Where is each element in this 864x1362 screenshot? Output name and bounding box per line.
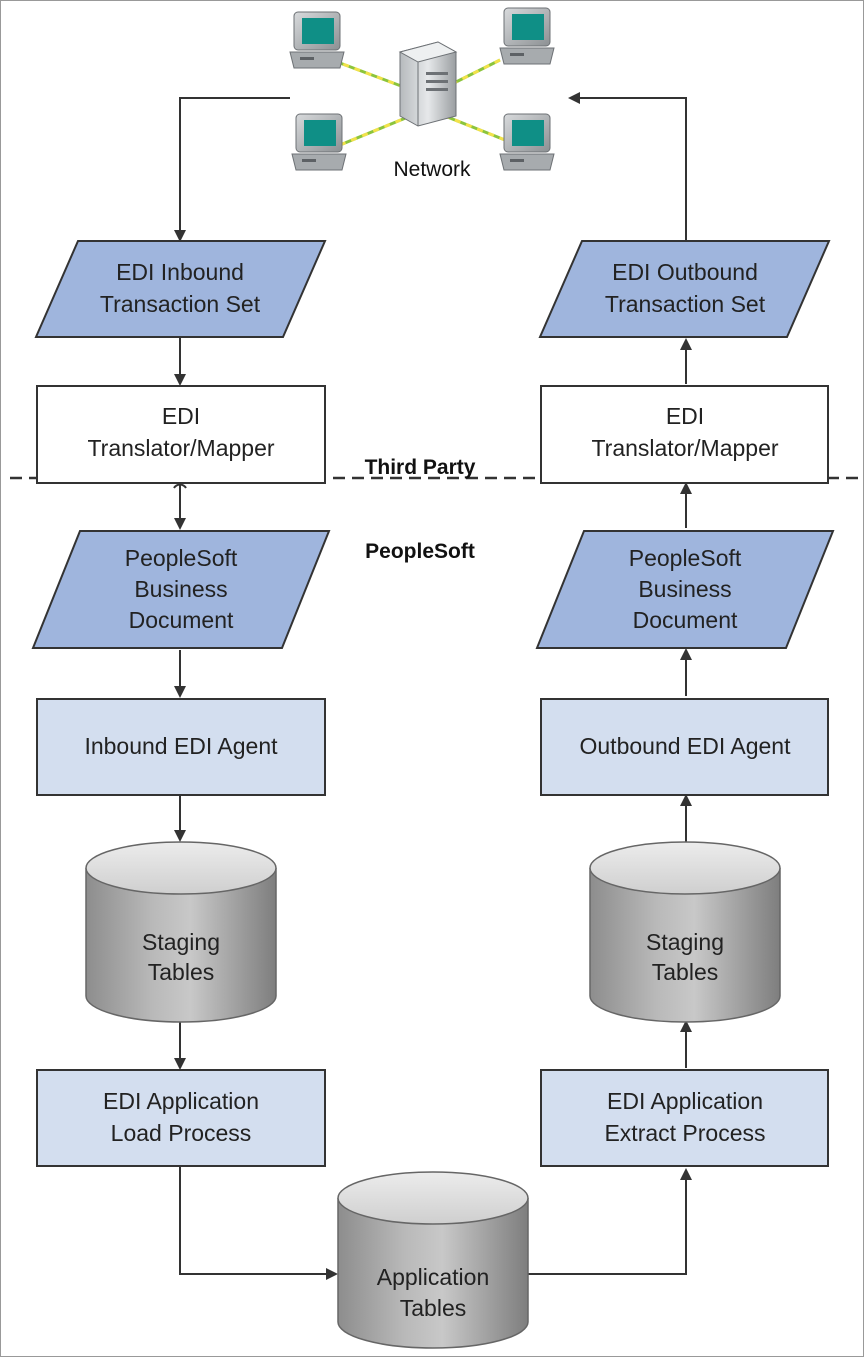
network-label: Network bbox=[393, 158, 471, 181]
svg-text:EDI: EDI bbox=[162, 403, 200, 429]
svg-text:Document: Document bbox=[129, 607, 234, 633]
svg-text:Document: Document bbox=[633, 607, 738, 633]
svg-text:Tables: Tables bbox=[652, 959, 718, 985]
svg-text:Application: Application bbox=[377, 1264, 490, 1290]
svg-text:Staging: Staging bbox=[646, 929, 724, 955]
svg-text:Tables: Tables bbox=[148, 959, 214, 985]
svg-text:EDI Outbound: EDI Outbound bbox=[612, 259, 758, 285]
computer-icon bbox=[499, 7, 555, 65]
svg-text:Business: Business bbox=[134, 576, 227, 602]
application-tables: Application Tables bbox=[337, 1171, 529, 1349]
svg-text:Load Process: Load Process bbox=[111, 1120, 252, 1146]
inbound-transaction-set: EDI Inbound Transaction Set bbox=[34, 240, 327, 338]
svg-text:EDI Application: EDI Application bbox=[607, 1088, 763, 1114]
svg-text:Translator/Mapper: Translator/Mapper bbox=[87, 435, 274, 461]
svg-text:Inbound EDI Agent: Inbound EDI Agent bbox=[84, 733, 278, 759]
svg-text:EDI Application: EDI Application bbox=[103, 1088, 259, 1114]
line-hop bbox=[173, 483, 187, 489]
svg-text:Tables: Tables bbox=[400, 1295, 466, 1321]
server-icon bbox=[398, 41, 458, 127]
zone-peoplesoft: PeopleSoft bbox=[365, 540, 475, 563]
inbound-staging-tables: Staging Tables bbox=[85, 841, 277, 1023]
svg-text:Outbound EDI Agent: Outbound EDI Agent bbox=[580, 733, 792, 759]
arrow-application-tables-to-extract bbox=[528, 1168, 692, 1275]
svg-text:EDI: EDI bbox=[666, 403, 704, 429]
connectors bbox=[174, 92, 692, 1280]
svg-text:PeopleSoft: PeopleSoft bbox=[629, 545, 742, 571]
inbound-load-process: EDI Application Load Process bbox=[36, 1069, 326, 1167]
inbound-edi-agent: Inbound EDI Agent bbox=[36, 698, 326, 796]
svg-text:Translator/Mapper: Translator/Mapper bbox=[591, 435, 778, 461]
outbound-edi-agent: Outbound EDI Agent bbox=[540, 698, 829, 796]
computer-icon bbox=[289, 11, 345, 69]
arrow-load-to-application-tables bbox=[179, 1166, 338, 1280]
svg-text:Transaction Set: Transaction Set bbox=[100, 291, 261, 317]
outbound-translator-mapper: EDI Translator/Mapper bbox=[540, 385, 829, 484]
outbound-extract-process: EDI Application Extract Process bbox=[540, 1069, 829, 1167]
outbound-transaction-set: EDI Outbound Transaction Set bbox=[538, 240, 831, 338]
computer-icon bbox=[499, 113, 555, 171]
zone-third-party: Third Party bbox=[365, 456, 476, 479]
outbound-staging-tables: Staging Tables bbox=[589, 841, 781, 1023]
computer-icon bbox=[291, 113, 347, 171]
svg-text:Extract Process: Extract Process bbox=[604, 1120, 765, 1146]
svg-text:Transaction Set: Transaction Set bbox=[605, 291, 766, 317]
svg-text:EDI Inbound: EDI Inbound bbox=[116, 259, 244, 285]
svg-text:Business: Business bbox=[638, 576, 731, 602]
svg-text:PeopleSoft: PeopleSoft bbox=[125, 545, 238, 571]
inbound-business-document: PeopleSoft Business Document bbox=[31, 530, 331, 649]
arrow-outbound-set-to-network bbox=[568, 92, 687, 240]
svg-text:Staging: Staging bbox=[142, 929, 220, 955]
outbound-business-document: PeopleSoft Business Document bbox=[535, 530, 835, 649]
arrow-network-to-inbound-set bbox=[174, 97, 290, 242]
inbound-translator-mapper: EDI Translator/Mapper bbox=[36, 385, 326, 484]
